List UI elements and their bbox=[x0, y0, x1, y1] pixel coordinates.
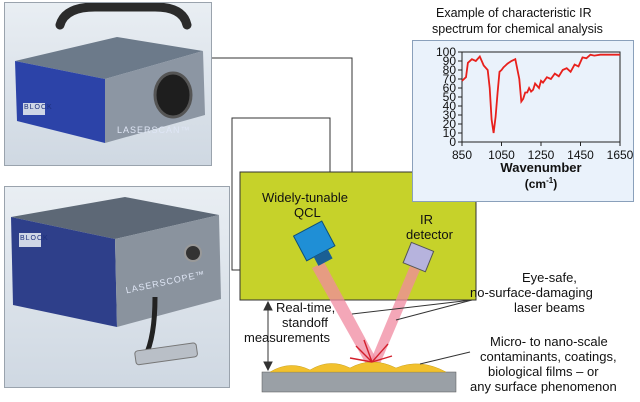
beams-note-line-3: laser beams bbox=[514, 300, 585, 315]
y-tick-label: 60 bbox=[443, 81, 457, 95]
qcl-label-line-1: Widely-tunable bbox=[262, 190, 348, 205]
y-tick-label: 70 bbox=[443, 72, 457, 86]
sample-surface bbox=[261, 371, 457, 393]
standoff-arrow-icon bbox=[263, 300, 273, 372]
y-tick-label: 0 bbox=[449, 135, 456, 149]
spectrum-series-line bbox=[461, 53, 620, 134]
plot-frame bbox=[461, 51, 621, 143]
surface-note-line-3: biological films – or bbox=[488, 364, 599, 379]
qcl-module bbox=[292, 220, 336, 266]
x-axis-label: Wavenumber bbox=[500, 160, 581, 175]
scatter-arrows-icon bbox=[349, 339, 393, 363]
x-axis-unit-sup: -1 bbox=[546, 176, 554, 185]
y-tick-label: 40 bbox=[443, 99, 457, 113]
y-tick-label: 30 bbox=[443, 108, 457, 122]
laserscan-device-illustration bbox=[15, 3, 205, 143]
realtime-note-line-1: Real-time, bbox=[276, 300, 336, 315]
laserscope-device-illustration bbox=[11, 197, 221, 366]
beams-pointer-line bbox=[395, 299, 473, 321]
surface-pointer-line bbox=[419, 351, 471, 365]
connector-line-bottom bbox=[231, 117, 331, 271]
incident-laser-beam bbox=[312, 262, 378, 364]
y-tick-label: 20 bbox=[443, 117, 457, 131]
connector-line-top bbox=[212, 57, 353, 172]
laserscope-logo: BLOCK bbox=[20, 235, 49, 242]
x-tick-label: 850 bbox=[452, 148, 472, 162]
chart-panel bbox=[412, 40, 634, 202]
ir-detector-module bbox=[402, 241, 435, 273]
y-tick-label: 10 bbox=[443, 126, 457, 140]
y-tick-label: 80 bbox=[443, 63, 457, 77]
chart-title-line-2: spectrum for chemical analysis bbox=[432, 22, 603, 36]
qcl-label-line-2: QCL bbox=[294, 205, 321, 220]
beams-note-line-1: Eye-safe, bbox=[522, 270, 577, 285]
x-axis-unit: (cm-1) bbox=[525, 176, 557, 191]
x-axis-unit-close: ) bbox=[553, 177, 557, 191]
chart-title-line-1: Example of characteristic IR bbox=[436, 6, 592, 20]
realtime-note-line-3: measurements bbox=[244, 330, 330, 345]
y-tick-label: 50 bbox=[443, 90, 457, 104]
reflected-laser-beam bbox=[370, 266, 420, 364]
surface-note-line-4: any surface phenomenon bbox=[470, 379, 617, 394]
x-tick-label: 1650 bbox=[607, 148, 634, 162]
laserscan-brand: LASERSCAN™ bbox=[117, 125, 191, 135]
x-tick-label: 1250 bbox=[528, 148, 555, 162]
realtime-note-line-2: standoff bbox=[282, 315, 329, 330]
contaminant-film bbox=[269, 361, 447, 373]
x-tick-label: 1050 bbox=[488, 148, 515, 162]
detector-label-line-1: IR bbox=[420, 212, 433, 227]
laserscan-device-photo: LASERSCAN™ BLOCK bbox=[4, 2, 212, 166]
laserscan-logo: BLOCK bbox=[24, 104, 53, 111]
surface-note-line-2: contaminants, coatings, bbox=[480, 349, 617, 364]
beams-pointer-line-2 bbox=[351, 299, 473, 315]
x-tick-label: 1450 bbox=[567, 148, 594, 162]
detector-label-line-2: detector bbox=[406, 227, 453, 242]
laserscope-device-photo: LASERSCOPE™ BLOCK bbox=[4, 186, 230, 388]
x-axis-unit-open: (cm bbox=[525, 177, 546, 191]
y-tick-label: 90 bbox=[443, 54, 457, 68]
beams-note-line-2: no-surface-damaging bbox=[470, 285, 593, 300]
surface-note-line-1: Micro- to nano-scale bbox=[490, 334, 608, 349]
y-tick-label: 100 bbox=[436, 45, 456, 59]
